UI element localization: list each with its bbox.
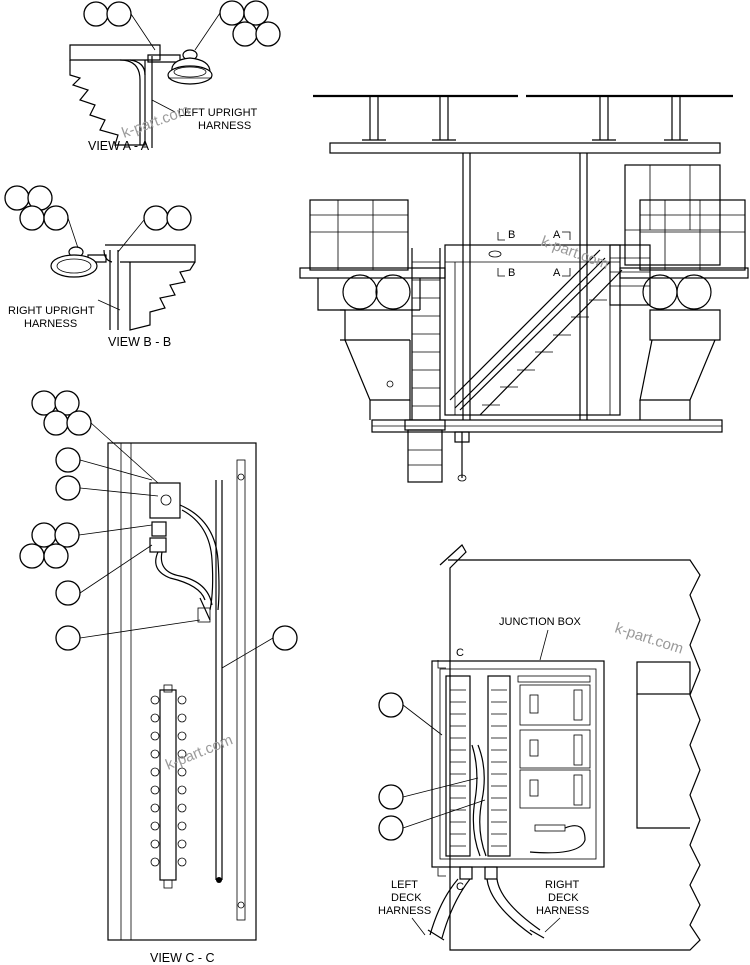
callout-bubble[interactable]: [219, 0, 245, 26]
left-deck-harness-label: LEFT: [391, 879, 418, 891]
callout-bubble[interactable]: [166, 205, 192, 231]
section-marker-a: A: [553, 267, 561, 279]
watermark: k-part.com: [539, 233, 611, 273]
right-deck-harness-label: DECK: [548, 892, 579, 904]
view-a-harness-label: HARNESS: [198, 120, 251, 132]
view-a-title: VIEW A - A: [88, 139, 150, 153]
section-marker-b: B: [508, 229, 515, 241]
callout-bubble[interactable]: [378, 692, 404, 718]
callout-bubble[interactable]: [43, 543, 69, 569]
section-marker-a: A: [553, 229, 561, 241]
callout-bubble[interactable]: [106, 1, 132, 27]
callout-bubble[interactable]: [55, 625, 81, 651]
view-b-harness-label: HARNESS: [24, 318, 77, 330]
callout-bubble[interactable]: [31, 522, 57, 548]
view-c-title: VIEW C - C: [150, 951, 215, 965]
section-marker-c: C: [456, 881, 464, 893]
junction-box-label: JUNCTION BOX: [499, 616, 582, 628]
watermark: k-part.com: [163, 731, 235, 773]
view-b-b: RIGHT UPRIGHT HARNESS VIEW B - B: [4, 185, 196, 349]
view-a-a: LEFT UPRIGHT HARNESS VIEW A - A: [69, 0, 281, 153]
callout-bubble[interactable]: [243, 0, 269, 26]
callout-bubble[interactable]: [255, 21, 281, 47]
view-b-title: VIEW B - B: [108, 335, 171, 349]
callout-bubble[interactable]: [19, 543, 45, 569]
machine-front-view: B B A A k-part.com: [299, 94, 749, 483]
callout-bubble[interactable]: [55, 580, 81, 606]
view-b-harness-label: RIGHT UPRIGHT: [8, 305, 95, 317]
right-deck-harness-label: RIGHT: [545, 879, 580, 891]
callout-bubble[interactable]: [378, 815, 404, 841]
callout-bubble[interactable]: [54, 522, 80, 548]
callout-bubble[interactable]: [54, 390, 80, 416]
callout-bubble[interactable]: [4, 185, 30, 211]
view-a-harness-label: LEFT UPRIGHT: [178, 107, 258, 119]
callout-bubble[interactable]: [66, 410, 92, 436]
callout-bubble[interactable]: [55, 447, 81, 473]
callout-bubble[interactable]: [232, 21, 258, 47]
callout-bubble[interactable]: [43, 410, 69, 436]
callout-bubble[interactable]: [143, 205, 169, 231]
watermark: k-part.com: [613, 620, 686, 658]
callout-bubble[interactable]: [19, 205, 45, 231]
callout-bubble[interactable]: [272, 625, 298, 651]
left-deck-harness-label: DECK: [391, 892, 422, 904]
watermark: k-part.com: [120, 102, 192, 142]
view-c-c: VIEW C - C k-part.com: [19, 390, 298, 965]
section-marker-c: C: [456, 647, 464, 659]
right-deck-harness-label: HARNESS: [536, 905, 589, 917]
junction-box-view: C C JUNCTION BOX LEFT DECK HARNESS RIGHT…: [378, 544, 701, 951]
callout-bubble[interactable]: [55, 475, 81, 501]
callout-bubble[interactable]: [43, 205, 69, 231]
callout-bubble[interactable]: [83, 1, 109, 27]
callout-bubble[interactable]: [378, 784, 404, 810]
left-deck-harness-label: HARNESS: [378, 905, 431, 917]
section-marker-b: B: [508, 267, 515, 279]
